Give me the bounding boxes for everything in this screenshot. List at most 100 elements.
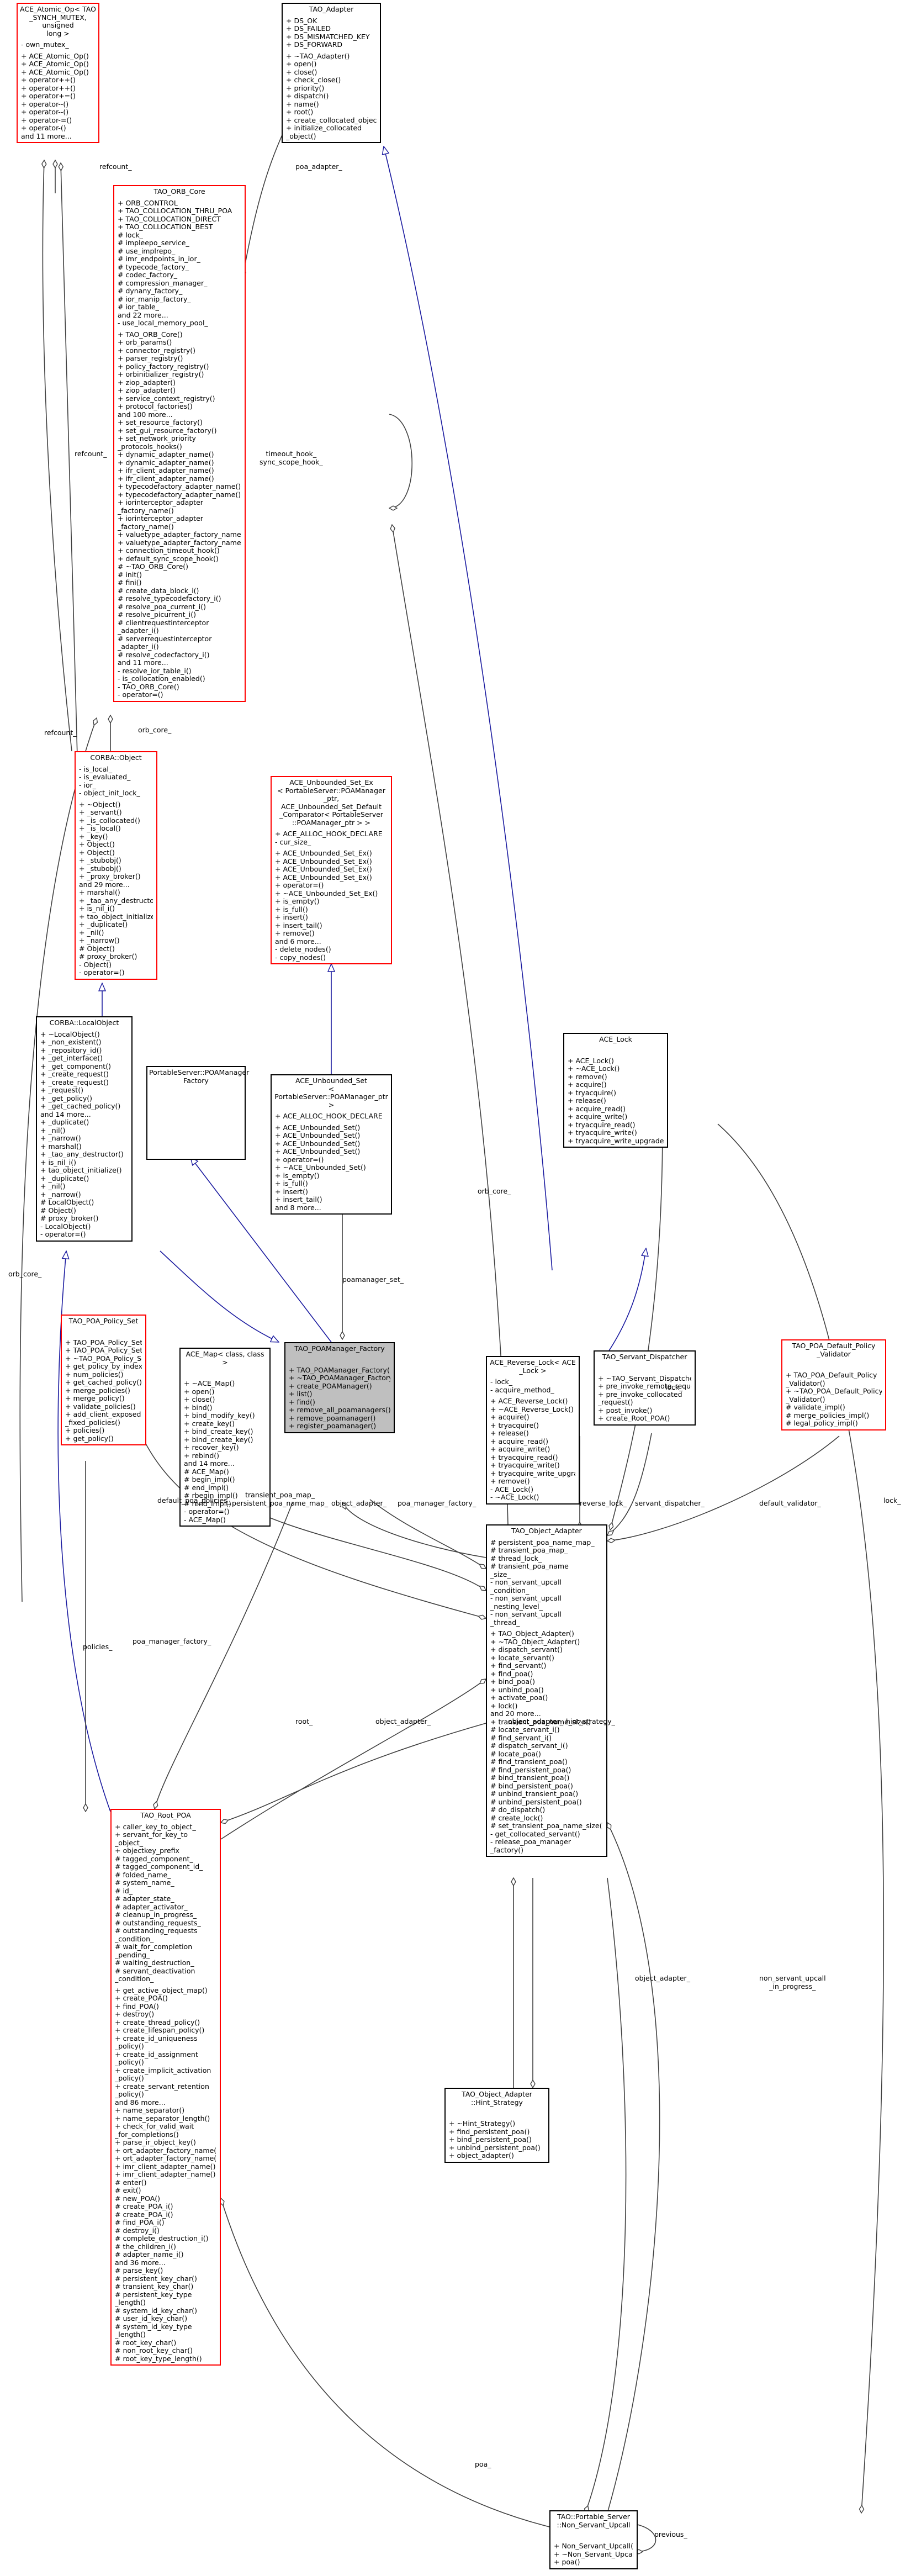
class-box-tao-poa-default-policy-validator[interactable]: TAO_POA_Default_Policy _Validator + TAO_… (781, 1339, 886, 1430)
member-entry: + is_empty() (275, 898, 320, 905)
method-list: + TAO_POA_Policy_Set()+ TAO_POA_Policy_S… (62, 1337, 145, 1445)
edge-label-timeout-hook: timeout_hook_ sync_scope_hook_ (260, 450, 323, 466)
member-entry: + find_servant() (490, 1662, 547, 1670)
member-entry: # legal_policy_impl() (786, 1419, 858, 1427)
member-entry: + acquire_read() (490, 1437, 549, 1445)
member-entry: - lock_ (490, 1378, 512, 1386)
class-box-tao-poamanager-factory[interactable]: TAO_POAManager_Factory + TAO_POAManager_… (284, 1342, 395, 1433)
member-entry: # imr_endpoints_in_ior_ (118, 255, 200, 263)
member-entry: + list() (289, 1390, 313, 1398)
member-entry: + _get_interface() (40, 1054, 103, 1062)
member-entry: # find_servant_i() (490, 1734, 552, 1742)
member-entry: + ACE_Atomic_Op() (21, 68, 89, 76)
attribute-list: - is_local_- is_evaluated_- ior_- object… (76, 764, 156, 799)
method-list: + ~TAO_Servant_Dispatcher()+ pre_invoke_… (595, 1373, 695, 1424)
member-entry: # transient_poa_name _size_ (490, 1563, 569, 1579)
member-entry: + ort_adapter_factory_name() (115, 2146, 216, 2155)
member-entry: # persistent_poa_name_map_ (490, 1538, 595, 1546)
member-entry: + _proxy_broker() (79, 873, 141, 880)
member-entry: + tryacquire_read() (490, 1453, 558, 1461)
class-box-corba-object[interactable]: CORBA::Object - is_local_- is_evaluated_… (75, 751, 157, 980)
member-entry: + pre_invoke_remote_request() (598, 1382, 691, 1390)
member-entry: + operator-() (21, 124, 66, 132)
use-edge-refcount-2 (61, 163, 78, 757)
use-edge-root (221, 1723, 486, 1823)
member-entry: - non_servant_upcall _nesting_level_ (490, 1595, 562, 1611)
member-entry: and 100 more... (118, 410, 173, 419)
member-entry: + objectkey_prefix (115, 1847, 179, 1855)
member-entry: + ACE_Reverse_Lock() (490, 1397, 568, 1405)
member-entry: + initialize_collocated _object() (286, 124, 362, 140)
class-box-ace-lock[interactable]: ACE_Lock + ACE_Lock()+ ~ACE_Lock()+ remo… (563, 1033, 668, 1148)
class-box-tao-object-adapter[interactable]: TAO_Object_Adapter # persistent_poa_name… (486, 1524, 607, 1857)
member-entry: + poa() (554, 2558, 580, 2566)
edge-label-poa-manager-factory-2: poa_manager_factory_ (133, 1637, 211, 1645)
class-box-tao-root-poa[interactable]: TAO_Root_POA + caller_key_to_object_+ se… (110, 1809, 221, 2366)
attribute-list (285, 1355, 394, 1365)
member-entry: + ~TAO_Servant_Dispatcher() (598, 1374, 691, 1382)
member-entry: # compression_manager_ (118, 279, 208, 287)
use-edge-object-adapter-1 (342, 1502, 486, 1558)
class-box-non-servant-upcall[interactable]: TAO::Portable_Server ::Non_Servant_Upcal… (549, 2510, 638, 2569)
member-entry: # dynany_factory_ (118, 287, 183, 295)
class-box-tao-adapter[interactable]: TAO_Adapter + DS_OK+ DS_FAILED+ DS_MISMA… (282, 3, 381, 143)
member-entry: + _repository_id() (40, 1046, 102, 1054)
edge-label-policies: policies_ (83, 1643, 113, 1651)
method-list: + Non_Servant_Upcall()+ ~Non_Servant_Upc… (550, 2541, 637, 2568)
member-entry: + tryacquire() (568, 1089, 617, 1097)
class-title: TAO::Portable_Server ::Non_Servant_Upcal… (557, 2512, 631, 2529)
member-entry: + marshal() (40, 1142, 82, 1150)
member-entry: + ACE_Unbounded_Set_Ex() (275, 857, 372, 865)
class-box-hint-strategy[interactable]: TAO_Object_Adapter ::Hint_Strategy + ~Hi… (444, 2088, 549, 2163)
class-box-tao-orb-core[interactable]: TAO_ORB_Core + ORB_CONTROL+ TAO_COLLOCAT… (113, 185, 246, 702)
inherit-edge-psfactory-to-factory (190, 1157, 332, 1343)
member-entry: - TAO_ORB_Core() (118, 683, 179, 691)
member-entry: + unbind_poa() (490, 1686, 544, 1694)
edge-label-default-validator: default_validator_ (759, 1499, 821, 1507)
class-box-tao-servant-dispatcher[interactable]: TAO_Servant_Dispatcher + ~TAO_Servant_Di… (594, 1350, 696, 1426)
use-edge-object-adapter-2 (220, 1679, 486, 1840)
class-box-corba-localobject[interactable]: CORBA::LocalObject + ~LocalObject()+ _no… (36, 1016, 133, 1242)
use-edge-default-validator (607, 1435, 840, 1541)
member-entry: - LocalObject() (40, 1222, 91, 1231)
member-entry: # folded_name_ (115, 1871, 171, 1879)
member-entry: + insert() (275, 914, 308, 921)
class-title: TAO_POAManager_Factory (294, 1344, 385, 1353)
member-entry: + ifr_client_adapter_name() (118, 474, 214, 483)
member-entry: + set_network_priority _protocols_hooks(… (118, 435, 196, 451)
member-entry: # servant_deactivation _condition_ (115, 1967, 195, 1983)
member-entry: + ACE_Unbounded_Set_Ex() (275, 849, 372, 857)
class-box-ace-unbounded-set-ex[interactable]: ACE_Unbounded_Set_Ex < PortableServer::P… (271, 776, 392, 964)
member-entry: + bind_poa() (490, 1678, 535, 1686)
class-title: PortableServer::POAManager Factory (149, 1068, 250, 1085)
member-entry: # Object() (40, 1206, 76, 1215)
member-entry: + orb_params() (118, 339, 172, 346)
member-entry: # bind_persistent_poa() (490, 1782, 573, 1790)
member-entry: + is_nil_i() (40, 1158, 77, 1166)
class-box-ace-unbounded-set[interactable]: ACE_Unbounded_Set < PortableServer::POAM… (271, 1074, 392, 1215)
member-entry: + _duplicate() (40, 1174, 89, 1183)
class-box-ace-reverse-lock[interactable]: ACE_Reverse_Lock< ACE _Lock > - lock_- a… (486, 1356, 580, 1505)
member-entry: + ~Object() (79, 800, 121, 809)
member-entry: + imr_client_adapter_name() (115, 2162, 216, 2171)
member-entry: # do_dispatch() (490, 1806, 546, 1814)
member-entry: + create_id_assignment _policy() (115, 2050, 198, 2066)
member-entry: + dispatch() (286, 92, 329, 100)
member-entry: # merge_policies_impl() (786, 1411, 870, 1419)
member-entry: + ~Hint_Strategy() (449, 2120, 516, 2128)
member-entry: + operator--() (21, 100, 69, 108)
class-box-portableserver-poamanager-factory[interactable]: PortableServer::POAManager Factory (146, 1066, 250, 1160)
member-entry: # the_children_i() (115, 2242, 176, 2251)
class-box-tao-poa-policy-set[interactable]: TAO_POA_Policy_Set + TAO_POA_Policy_Set(… (61, 1315, 146, 1445)
member-entry: # complete_destruction_i() (115, 2235, 209, 2242)
member-entry: # proxy_broker() (40, 1215, 99, 1222)
class-title: ACE_Unbounded_Set_Ex < PortableServer::P… (277, 778, 385, 827)
member-entry: # transient_poa_map_ (490, 1546, 568, 1554)
class-box-ace-map[interactable]: ACE_Map< class, class > + ~ACE_Map()+ op… (179, 1348, 271, 1527)
member-entry: # unbind_persistent_poa() (490, 1798, 582, 1806)
member-entry: # id_ (115, 1887, 133, 1895)
member-entry: + unbind_persistent_poa() (449, 2144, 541, 2152)
member-entry: # dispatch_servant_i() (490, 1742, 568, 1750)
class-box-ace-atomic-op[interactable]: ACE_Atomic_Op< TAO _SYNCH_MUTEX, unsigne… (17, 3, 99, 143)
member-entry: + bind_create_key() (184, 1435, 253, 1444)
